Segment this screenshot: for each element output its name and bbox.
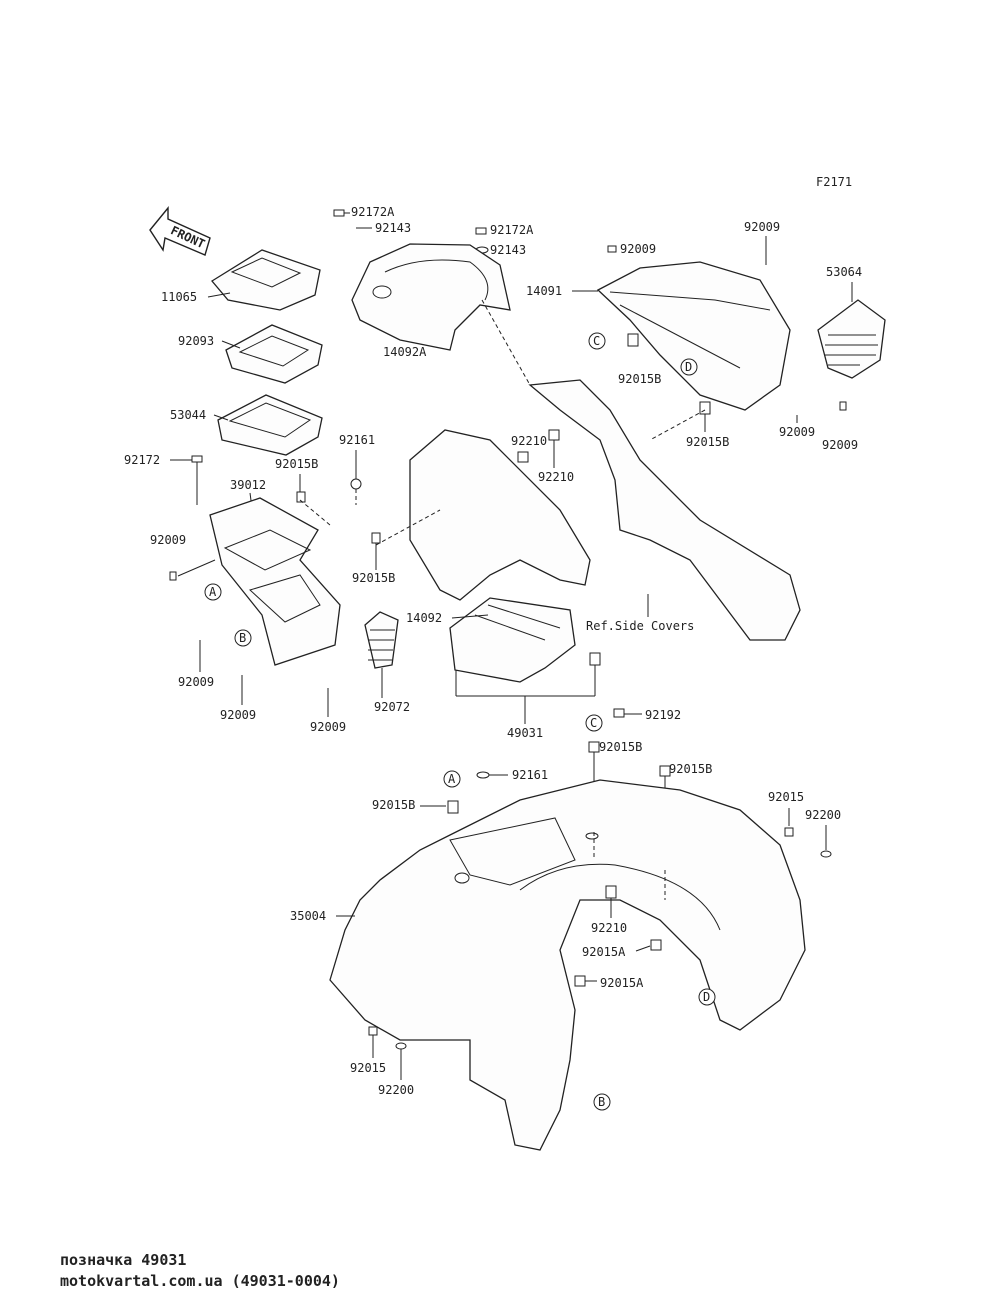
mesh-grille-53064: [817, 299, 886, 379]
side-fender-right-panel: [528, 379, 801, 641]
label-92015-lower: 92015: [350, 1061, 386, 1075]
tool-box-lid-14092: [449, 597, 576, 683]
callout-a-left-label: A: [209, 585, 217, 599]
label-92015B-upper-2: 92015B: [686, 435, 729, 449]
callout-c-lower-label: C: [590, 716, 597, 730]
label-92143-mid: 92143: [375, 221, 411, 235]
label-92009-left-4: 92009: [310, 720, 346, 734]
label-92015A-lower-1: 92015A: [582, 945, 626, 959]
label-92172A-right: 92172A: [490, 223, 534, 237]
label-92161-left: 92161: [339, 433, 375, 447]
callout-c-lower: [585, 714, 603, 732]
lid-11065: [211, 249, 321, 311]
label-53064: 53064: [826, 265, 862, 279]
callout-d-upper: [680, 358, 698, 376]
label-92161-lower: 92161: [512, 768, 548, 782]
label-14092A: 14092A: [383, 345, 427, 359]
label-92015B-lower-c: 92015B: [599, 740, 642, 754]
label-92015B-lower-right: 92015B: [669, 762, 712, 776]
label-92172: 92172: [124, 453, 160, 467]
label-11065: 11065: [161, 290, 197, 304]
cover-14091: [596, 261, 791, 411]
label-92200-right: 92200: [805, 808, 841, 822]
label-92093: 92093: [178, 334, 214, 348]
label-92009-upper-right: 92009: [822, 438, 858, 452]
cover-14092A: [351, 243, 511, 351]
ref-side-covers-note: Ref.Side Covers: [586, 619, 694, 633]
label-92009-upper-mid: 92009: [779, 425, 815, 439]
label-92172A-mid: 92172A: [351, 205, 395, 219]
label-92015A-lower-2: 92015A: [600, 976, 644, 990]
label-92015B-upper-1: 92015B: [618, 372, 661, 386]
label-92015-right: 92015: [768, 790, 804, 804]
label-92210-mid-1: 92210: [511, 434, 547, 448]
label-92210-mid-2: 92210: [538, 470, 574, 484]
callout-a-lower-label: A: [448, 772, 456, 786]
callout-c-upper-label: C: [593, 334, 600, 348]
label-14091: 14091: [526, 284, 562, 298]
figure-code: F2171: [816, 175, 852, 189]
label-92015B-left-mid: 92015B: [352, 571, 395, 585]
footer-title: позначка 49031: [60, 1251, 187, 1269]
label-92200-lower: 92200: [378, 1083, 414, 1097]
label-92009-left-3: 92009: [220, 708, 256, 722]
callout-b-lower-label: B: [598, 1095, 605, 1109]
front-arrow-icon: FRONT: [149, 206, 211, 256]
label-49031: 49031: [507, 726, 543, 740]
label-92009-top-right-2: 92009: [744, 220, 780, 234]
label-92192: 92192: [645, 708, 681, 722]
seal-92093: [225, 324, 323, 384]
label-53044: 53044: [170, 408, 206, 422]
rear-fender-35004: [329, 779, 806, 1151]
gasket-53044: [217, 394, 323, 456]
label-35004: 35004: [290, 909, 326, 923]
label-92009-top-right-1: 92009: [620, 242, 656, 256]
callout-d-lower: [698, 988, 716, 1006]
callout-a-lower: [443, 770, 461, 788]
callout-c-upper: [588, 332, 606, 350]
callout-a-left: [204, 583, 222, 601]
label-92143-right: 92143: [490, 243, 526, 257]
label-39012: 39012: [230, 478, 266, 492]
callout-b-lower: [593, 1093, 611, 1111]
label-92072: 92072: [374, 700, 410, 714]
label-92015B-left-top: 92015B: [275, 457, 318, 471]
callout-d-lower-label: D: [703, 990, 710, 1004]
label-92015B-lower-a: 92015B: [372, 798, 415, 812]
label-92009-left-1: 92009: [150, 533, 186, 547]
footer-source: motokvartal.com.ua (49031-0004): [60, 1272, 340, 1290]
side-fender-left-panel: [409, 429, 591, 601]
callout-d-upper-label: D: [685, 360, 692, 374]
callout-b-left-label: B: [239, 631, 246, 645]
storage-box-39012: [209, 497, 341, 666]
label-14092: 14092: [406, 611, 442, 625]
mesh-grille-92072: [364, 611, 399, 669]
label-92210-lower: 92210: [591, 921, 627, 935]
callout-b-left: [234, 629, 252, 647]
label-92009-left-2: 92009: [178, 675, 214, 689]
